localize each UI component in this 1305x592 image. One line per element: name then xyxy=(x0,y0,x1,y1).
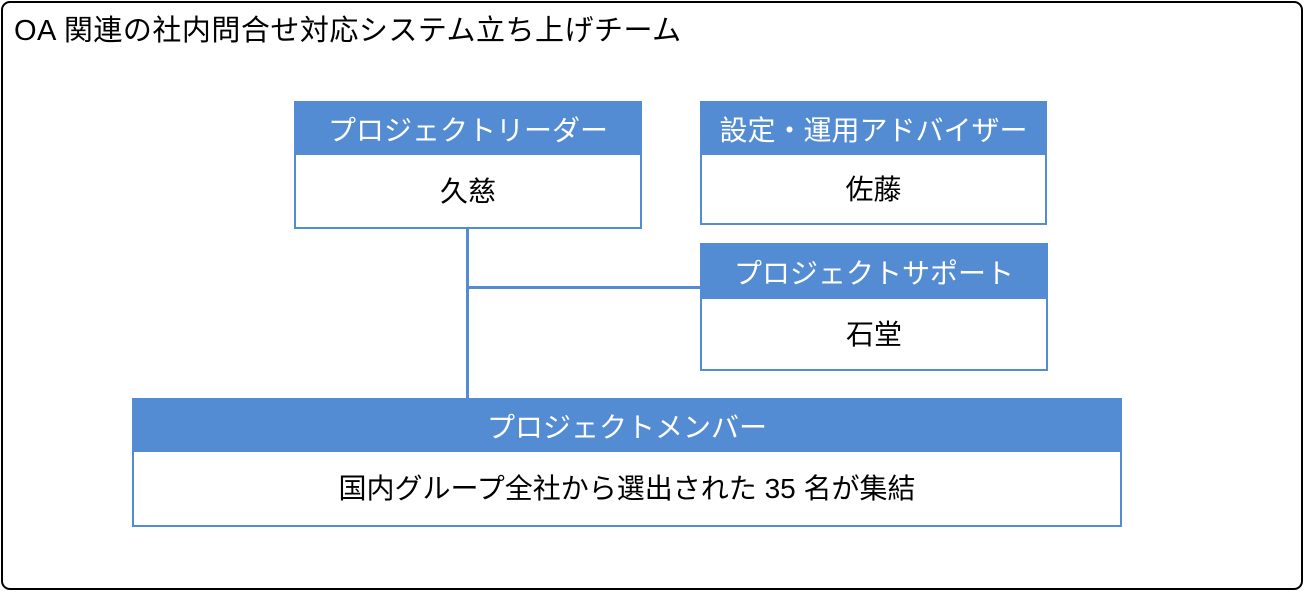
org-box-support-member: 石堂 xyxy=(845,318,902,350)
org-box-support: プロジェクトサポート 石堂 xyxy=(700,243,1048,371)
org-box-support-role: プロジェクトサポート xyxy=(702,245,1046,302)
diagram-title: OA 関連の社内問合せ対応システム立ち上げチーム xyxy=(14,15,682,47)
org-box-leader-role: プロジェクトリーダー xyxy=(296,103,640,158)
org-box-leader: プロジェクトリーダー 久慈 xyxy=(294,101,642,229)
org-box-members-member: 国内グループ全社から選出された 35 名が集結 xyxy=(338,473,916,504)
connector-leader-to-members xyxy=(466,229,469,398)
org-box-advisor: 設定・運用アドバイザー 佐藤 xyxy=(700,101,1047,225)
connector-branch-to-support xyxy=(466,286,700,289)
org-box-leader-member: 久慈 xyxy=(439,175,496,207)
org-box-members: プロジェクトメンバー 国内グループ全社から選出された 35 名が集結 xyxy=(132,398,1122,527)
org-box-advisor-role: 設定・運用アドバイザー xyxy=(702,103,1045,158)
org-box-advisor-member: 佐藤 xyxy=(845,173,902,205)
org-box-members-role: プロジェクトメンバー xyxy=(134,400,1120,455)
